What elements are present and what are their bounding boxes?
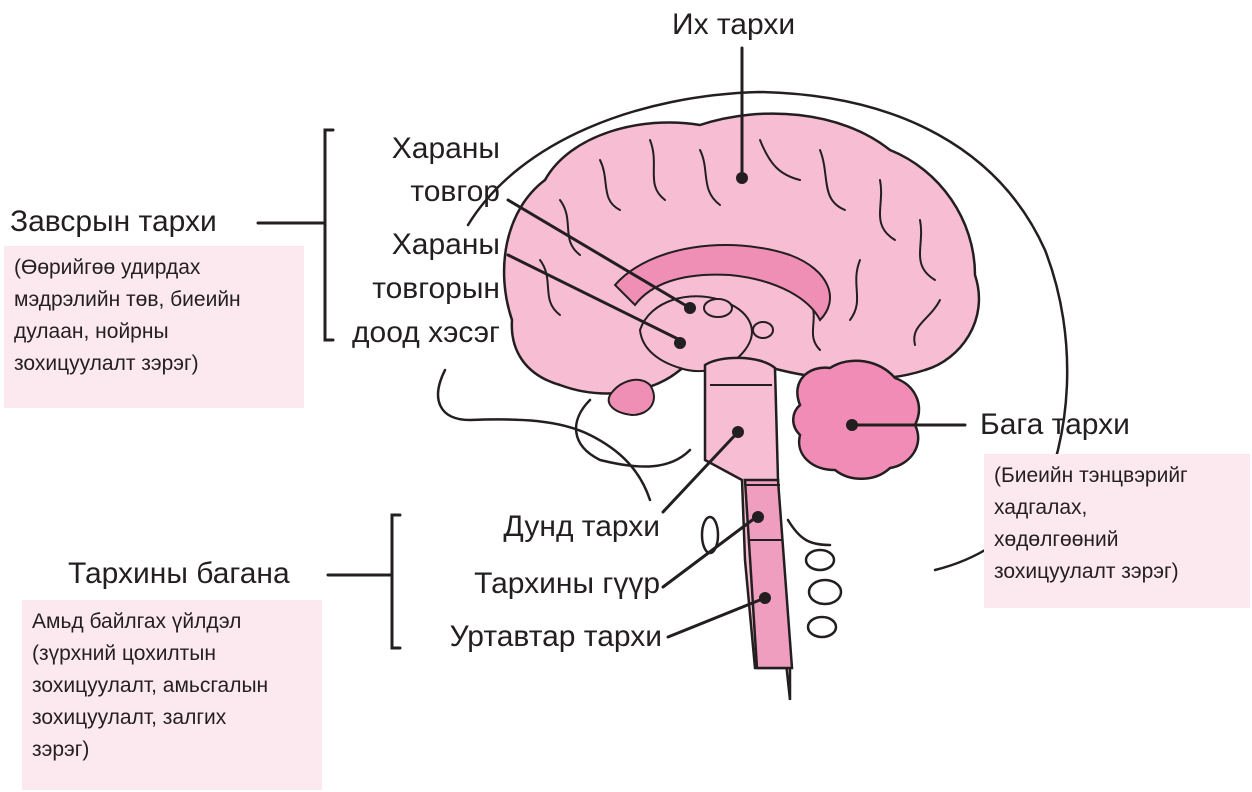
brainstem-bracket	[392, 515, 400, 648]
hypothalamus-label-line2: товгорын	[340, 272, 500, 306]
hypothalamus-label-line1: Хараны	[340, 228, 500, 262]
pons-dot	[752, 511, 764, 523]
vertebra-1	[806, 550, 834, 570]
diencephalon-label: Завсрын тархи	[10, 205, 217, 239]
brainstem-note-line: зэрэг)	[32, 734, 312, 766]
midbrain-dot	[732, 426, 744, 438]
thalamus-dot	[684, 302, 696, 314]
cerebellum-label: Бага тархи	[980, 408, 1130, 442]
brainstem-note-line: Амьд байлгах үйлдэл	[32, 606, 312, 638]
diencephalon-bracket	[325, 130, 333, 340]
diencephalon-note-line: мэдрэлийн төв, биеийн	[14, 284, 294, 316]
thalamus-label-line1: Хараны	[340, 132, 500, 166]
cerebellum-shape	[793, 361, 919, 479]
vertebra-2	[809, 580, 841, 604]
medulla-dot	[759, 592, 771, 604]
diencephalon-note-line: зохицуулалт зэрэг)	[14, 348, 294, 380]
vertebra-3	[808, 617, 836, 637]
pons-label: Тархины гүүр	[400, 567, 660, 601]
brainstem-note-line: зохицуулалт, залгих	[32, 702, 312, 734]
cerebellum-dot	[846, 419, 858, 431]
thalamus-label-line2: товгор	[340, 175, 500, 209]
diencephalon-note-line: (Өөрийгөө удирдах	[14, 252, 294, 284]
cerebellum-note-line: хадгалах,	[994, 492, 1240, 524]
diencephalon-note-line: дулаан, нойрны	[14, 316, 294, 348]
hypothalamus-label-line3: доод хэсэг	[340, 316, 500, 350]
diencephalon-note: (Өөрийгөө удирдах мэдрэлийн төв, биеийн …	[4, 246, 304, 408]
brainstem-note: Амьд байлгах үйлдэл (зүрхний цохилтын зо…	[22, 600, 322, 790]
cerebrum-label: Их тархи	[672, 8, 795, 42]
pons-leader	[663, 518, 755, 587]
cerebellum-note-line: зохицуулалт зэрэг)	[994, 556, 1240, 588]
brainstem-note-line: зохицуулалт, амьсгалын	[32, 670, 312, 702]
cerebellum-note: (Биеийн тэнцвэрийг хадгалах, хөдөлгөөний…	[984, 454, 1250, 608]
cerebellum-note-line: хөдөлгөөний	[994, 524, 1240, 556]
cerebellum-note-line: (Биеийн тэнцвэрийг	[994, 460, 1240, 492]
hypothalamus-dot	[674, 337, 686, 349]
brainstem-label: Тархины багана	[68, 557, 290, 591]
medulla-label: Уртавтар тархи	[400, 620, 662, 654]
cerebrum-dot	[736, 172, 748, 184]
brainstem-note-line: (зүрхний цохилтын	[32, 638, 312, 670]
midbrain-label: Дунд тархи	[430, 510, 660, 544]
